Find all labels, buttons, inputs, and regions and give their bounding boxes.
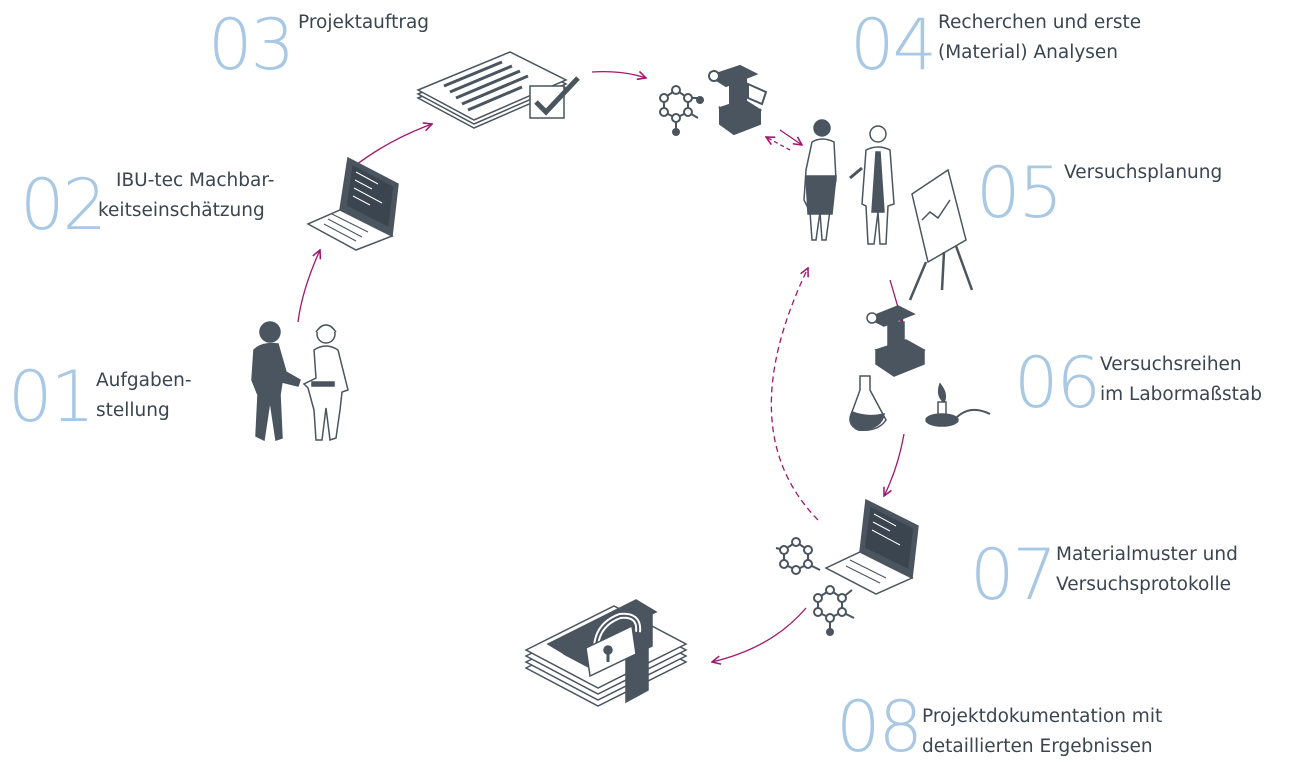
laptop-molecules-icon	[775, 498, 919, 636]
arrow-01-02	[297, 250, 320, 323]
step-label-line: Aufgaben-	[96, 370, 192, 391]
molecule-microscope-icon	[659, 64, 768, 136]
arrow-07-08	[712, 607, 807, 662]
step-number: 02	[20, 164, 107, 246]
arrow-02-03	[351, 124, 432, 169]
step-label-line: Projektdokumentation mit	[922, 706, 1163, 727]
laptop-icon	[306, 156, 399, 251]
molecule-icon	[775, 537, 821, 575]
step-number: 04	[850, 4, 937, 86]
laptop-icon	[824, 498, 919, 595]
researchers-flipchart-icon	[803, 119, 974, 301]
step-label: Versuchsreihen im Labormaßstab	[1100, 350, 1262, 410]
step-label-line: (Material) Analysen	[938, 42, 1119, 63]
lab-equipment-icon	[849, 305, 991, 432]
step-label-line: stellung	[96, 400, 170, 421]
step-number: 07	[970, 534, 1057, 616]
step-label-line: Versuchsprotokolle	[1056, 574, 1231, 595]
business-handshake-icon	[251, 321, 349, 442]
step-label: Aufgaben- stellung	[96, 366, 192, 426]
molecule-icon	[813, 585, 855, 636]
microscope-icon	[707, 64, 768, 136]
step-label: Recherchen und erste (Material) Analysen	[938, 8, 1141, 68]
arrow-05-04-dashed	[766, 137, 791, 151]
step-label-line: Versuchsplanung	[1064, 162, 1223, 183]
molecule-icon	[659, 85, 704, 136]
step-label-line: Recherchen und erste	[938, 12, 1142, 33]
step-label-line: IBU-tec Machbar-	[116, 170, 275, 191]
flask-icon	[849, 375, 887, 432]
step-number: 01	[8, 356, 95, 438]
locked-documents-icon	[524, 599, 688, 707]
step-number: 08	[836, 686, 923, 768]
step-label: Projektauftrag	[298, 8, 429, 38]
microscope-icon	[866, 305, 926, 377]
step-number: 06	[1014, 342, 1101, 424]
arrow-03-04	[591, 72, 646, 78]
arrow-04-05	[779, 129, 802, 145]
step-label: Projektdokumentation mit detaillierten E…	[922, 702, 1162, 762]
arrow-07-05-dashed	[770, 268, 819, 521]
step-label: Versuchsplanung	[1064, 158, 1222, 188]
step-number: 03	[208, 4, 295, 86]
step-label: Materialmuster und Versuchsprotokolle	[1056, 540, 1238, 600]
arrow-06-07	[884, 433, 905, 496]
step-label-line: Versuchsreihen	[1100, 354, 1242, 375]
step-number: 05	[976, 152, 1063, 234]
step-label-line: Materialmuster und	[1056, 544, 1238, 565]
step-label-line: Projektauftrag	[298, 12, 430, 33]
step-label-line: detaillierten Ergebnissen	[922, 736, 1153, 757]
step-label-line: keitseinschätzung	[98, 200, 265, 221]
step-label-line: im Labormaßstab	[1100, 384, 1263, 405]
step-label: IBU-tec Machbar- keitseinschätzung	[98, 166, 275, 226]
bunsen-burner-icon	[925, 382, 991, 427]
document-checkmark-icon	[416, 51, 580, 129]
